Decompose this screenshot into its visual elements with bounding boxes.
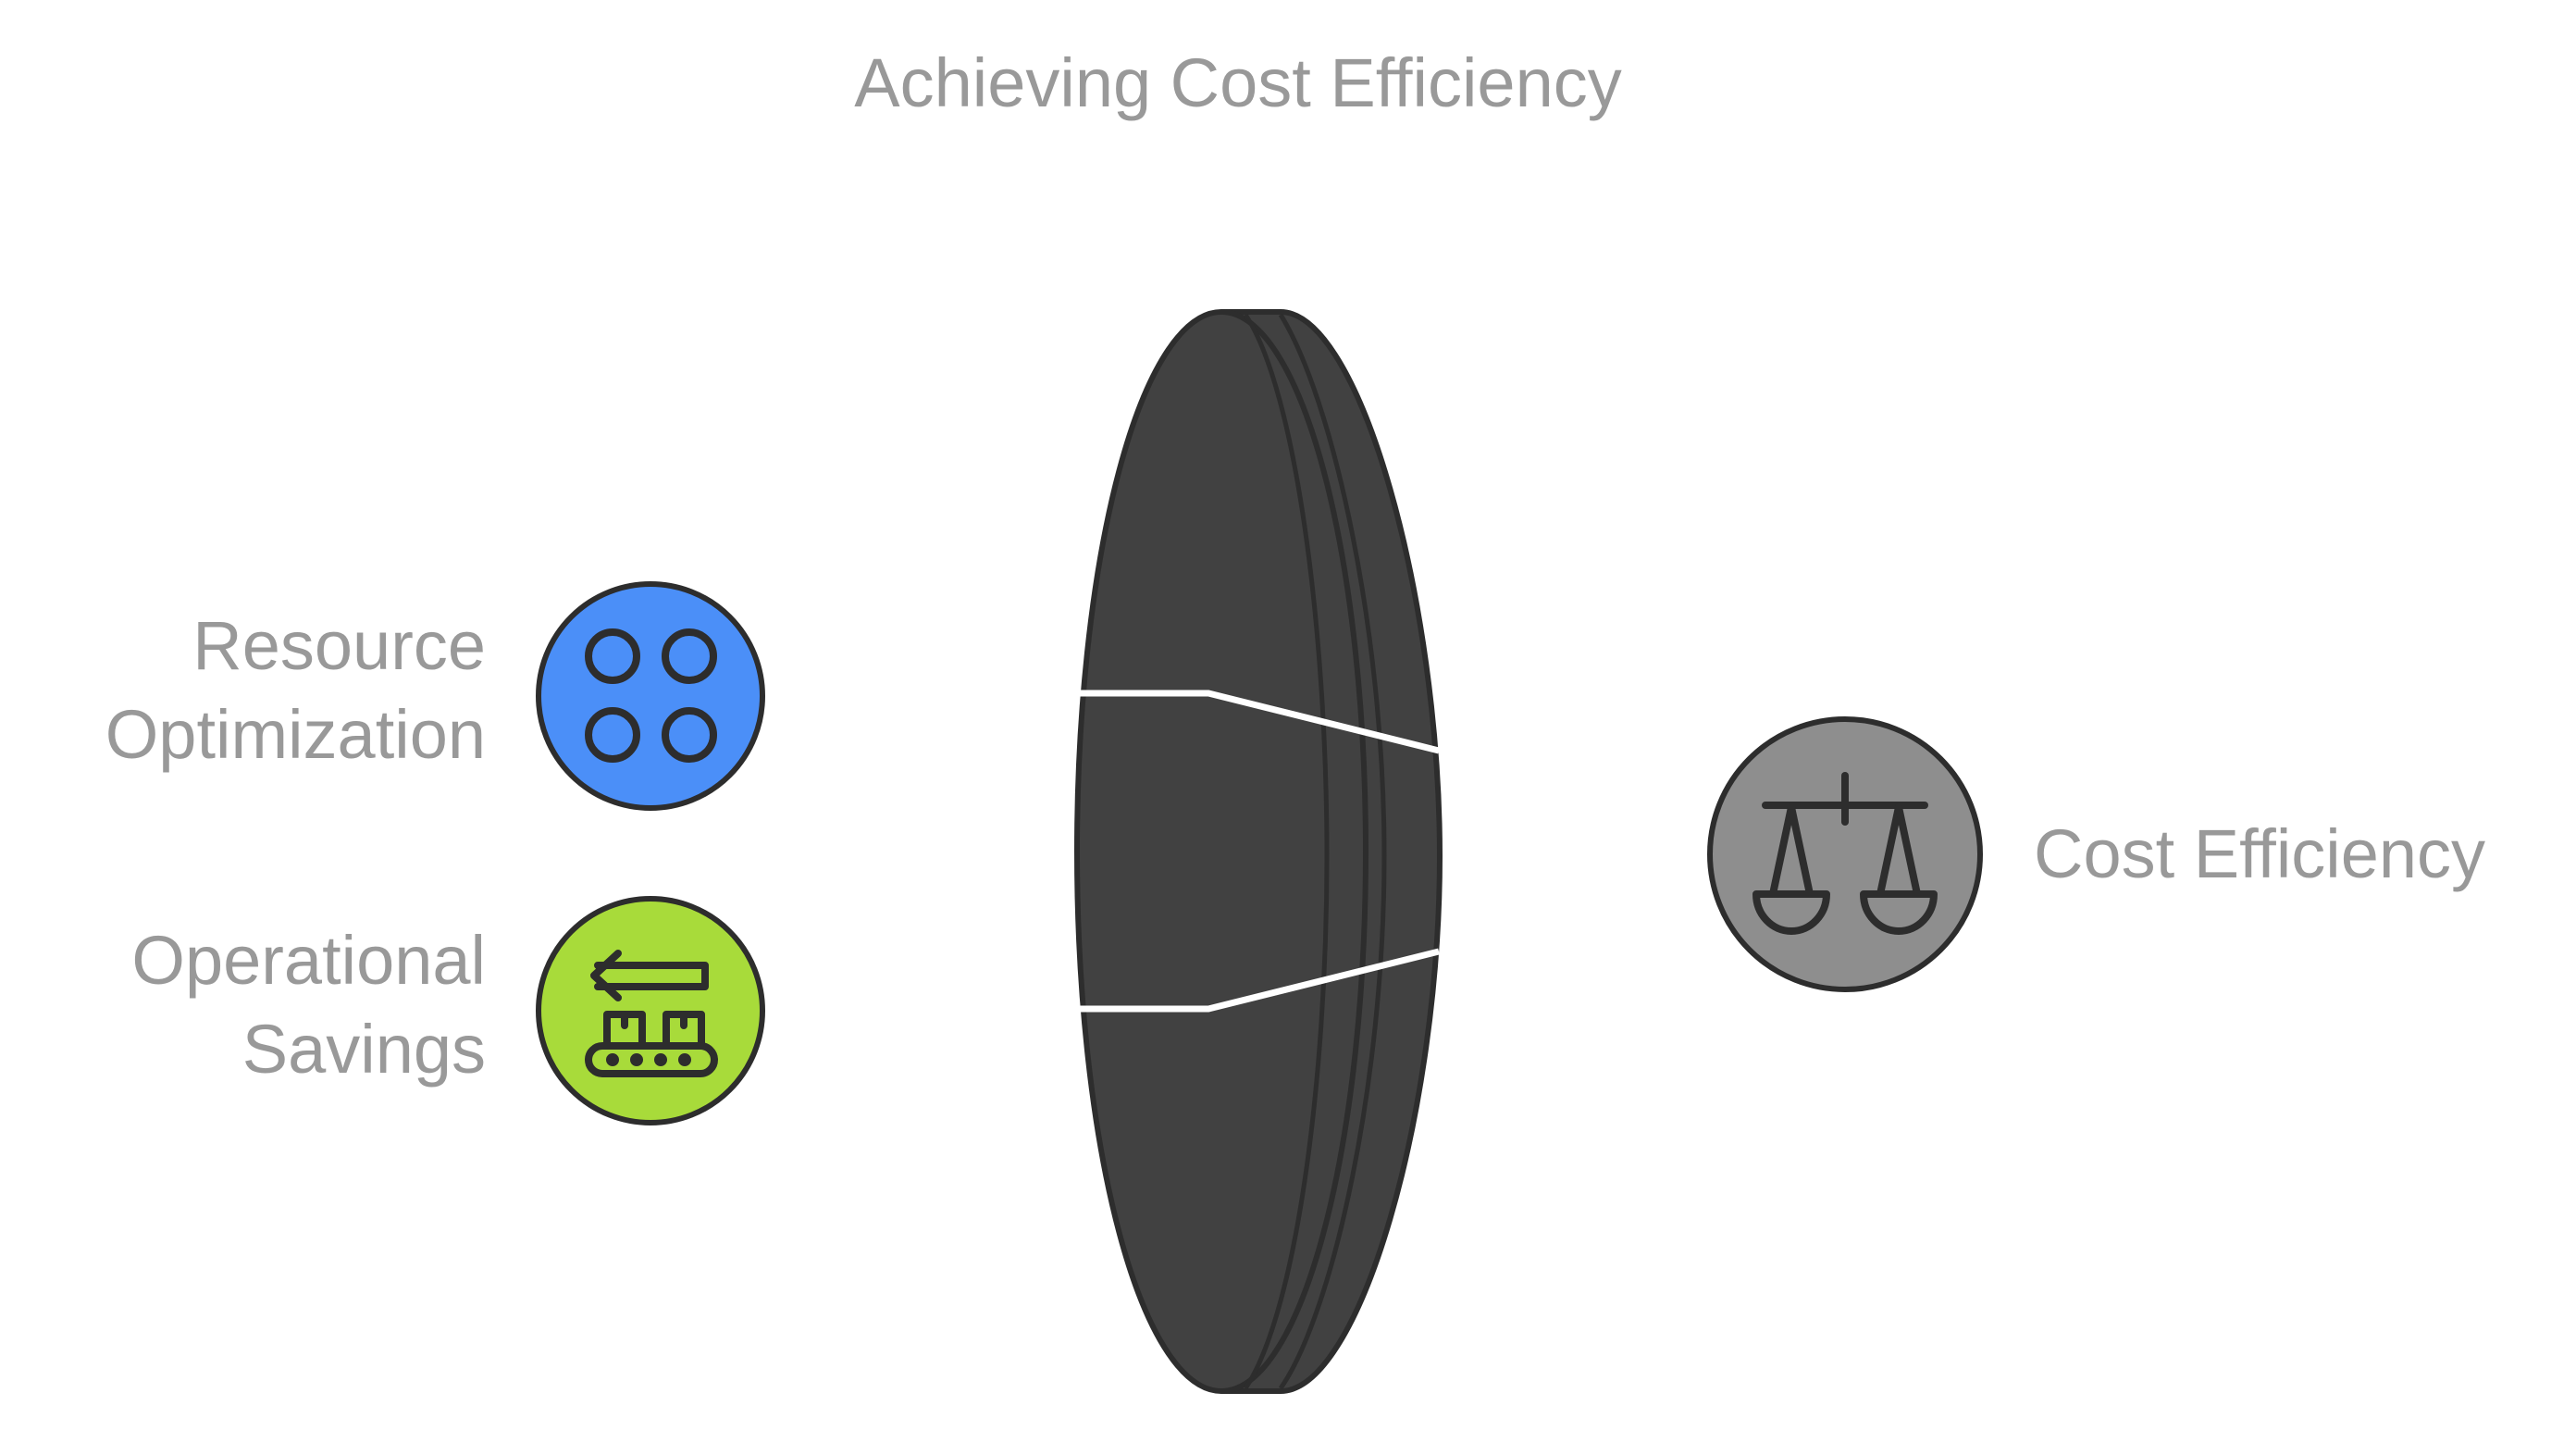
input-label-line: Operational <box>131 922 486 999</box>
four-circles-icon <box>585 628 717 763</box>
beam-top <box>1079 690 1440 754</box>
operational-savings-badge <box>536 896 765 1125</box>
balance-scale-icon <box>1752 772 1938 935</box>
lens-rim-edge <box>1243 313 1330 1390</box>
output-label: Cost Efficiency <box>2034 815 2485 892</box>
lens-rim-edge-inner <box>1278 313 1387 1390</box>
input-label-line: Savings <box>242 1011 486 1088</box>
conveyor-belt-arrow-icon <box>585 950 718 1077</box>
input-resource-optimization: Resource Optimization <box>105 581 765 811</box>
output-cost-efficiency: Cost Efficiency <box>1707 716 2485 992</box>
input-label-line: Resource <box>192 607 486 684</box>
input-operational-savings: Operational Savings <box>131 896 765 1125</box>
resource-optimization-badge <box>536 581 765 811</box>
diagram-title: Achieving Cost Efficiency <box>854 44 1621 121</box>
lens-front-face <box>1074 309 1368 1394</box>
lens-shape <box>1074 309 1443 1394</box>
beam-bottom <box>1079 948 1440 1013</box>
cost-efficiency-badge <box>1707 716 1983 992</box>
input-label-line: Optimization <box>105 696 486 773</box>
